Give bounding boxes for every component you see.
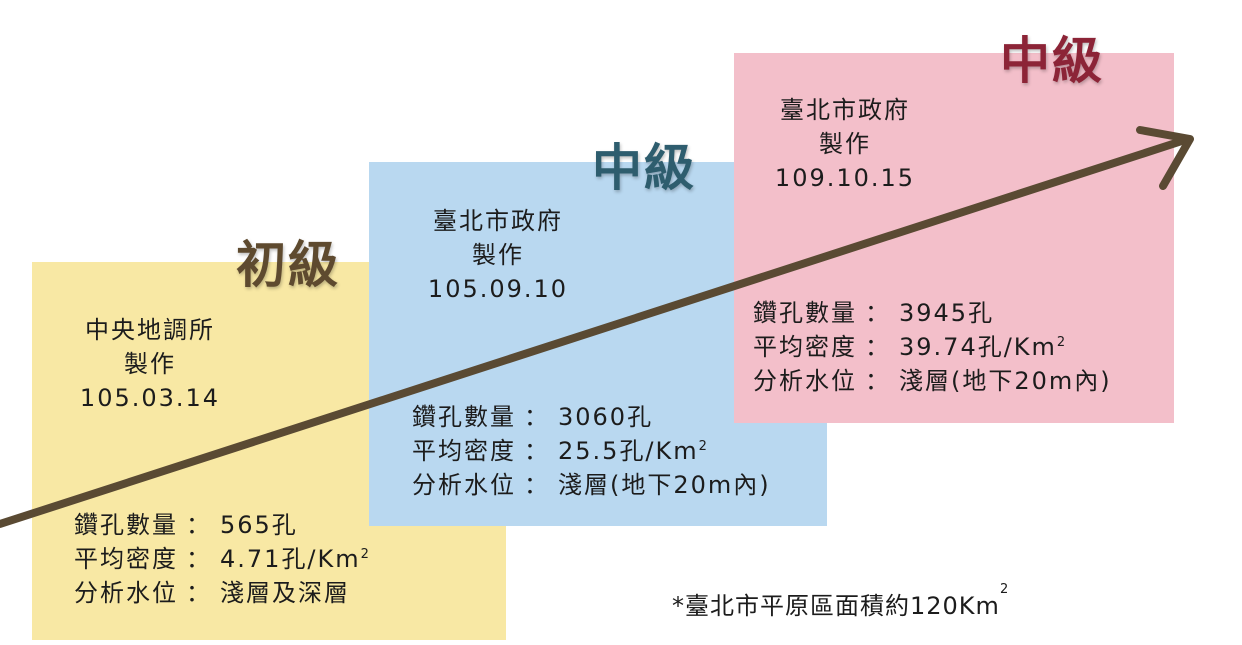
stat-label: 平均密度 [412, 437, 516, 465]
stat-label: 鑽孔數量 [74, 511, 178, 539]
made-label: 製作 [819, 130, 871, 158]
stat-value: 39.74孔/Km [899, 333, 1057, 361]
superscript: 2 [360, 547, 371, 562]
colon: ： [186, 545, 212, 573]
area-note-text: *臺北市平原區面積約120Km [672, 592, 1000, 620]
colon: ： [865, 367, 891, 395]
colon: ： [524, 471, 550, 499]
maker-name: 中央地調所 [85, 316, 215, 344]
stat-row: 分析水位 ： 淺層(地下20m內) [412, 468, 771, 502]
superscript: 2 [999, 582, 1010, 597]
stat-row: 分析水位 ： 淺層(地下20m內) [753, 364, 1112, 398]
stat-value: 565孔 [220, 511, 298, 539]
maker-name: 臺北市政府 [780, 96, 910, 124]
made-label: 製作 [124, 350, 176, 378]
date: 109.10.15 [774, 164, 916, 192]
arrow-head [1136, 126, 1194, 190]
superscript: 2 [1056, 335, 1068, 350]
maker-block-1: 中央地調所 製作 105.03.14 [50, 313, 250, 415]
stat-label: 分析水位 [74, 579, 178, 607]
maker-block-3: 臺北市政府 製作 109.10.15 [745, 93, 945, 195]
superscript: 2 [698, 439, 709, 454]
colon: ： [186, 579, 212, 607]
level-intermediate-label-2: 中級 [1000, 31, 1104, 90]
stat-value: 25.5孔/Km [558, 437, 699, 465]
area-note: *臺北市平原區面積約120Km2 [672, 582, 1009, 621]
stat-label: 分析水位 [753, 367, 857, 395]
stat-value: 淺層(地下20m內) [558, 471, 771, 499]
colon: ： [865, 299, 891, 327]
colon: ： [524, 437, 550, 465]
stat-row: 鑽孔數量 ： 3945孔 [753, 296, 1112, 330]
stat-label: 鑽孔數量 [412, 403, 516, 431]
maker-name: 臺北市政府 [433, 207, 563, 235]
made-label: 製作 [472, 241, 524, 269]
stat-value: 3945孔 [899, 299, 995, 327]
stat-label: 分析水位 [412, 471, 516, 499]
stat-value: 3060孔 [558, 403, 654, 431]
date: 105.03.14 [79, 384, 221, 412]
arrow-shaft [0, 136, 1189, 528]
colon: ： [865, 333, 891, 361]
stat-value: 淺層(地下20m內) [899, 367, 1112, 395]
level-intermediate-label-1: 中級 [592, 138, 696, 197]
stat-value: 淺層及深層 [220, 579, 350, 607]
stat-label: 平均密度 [74, 545, 178, 573]
level-beginner-label: 初級 [236, 235, 340, 294]
stat-row: 分析水位 ： 淺層及深層 [74, 576, 371, 610]
stat-row: 鑽孔數量 ： 3060孔 [412, 400, 771, 434]
colon: ： [524, 403, 550, 431]
date: 105.09.10 [427, 275, 569, 303]
intermediate-card-2020 [734, 53, 1174, 423]
stat-label: 鑽孔數量 [753, 299, 857, 327]
stat-row: 鑽孔數量 ： 565孔 [74, 508, 371, 542]
maker-block-2: 臺北市政府 製作 105.09.10 [398, 204, 598, 306]
colon: ： [186, 511, 212, 539]
stat-value: 4.71孔/Km [220, 545, 361, 573]
stat-label: 平均密度 [753, 333, 857, 361]
